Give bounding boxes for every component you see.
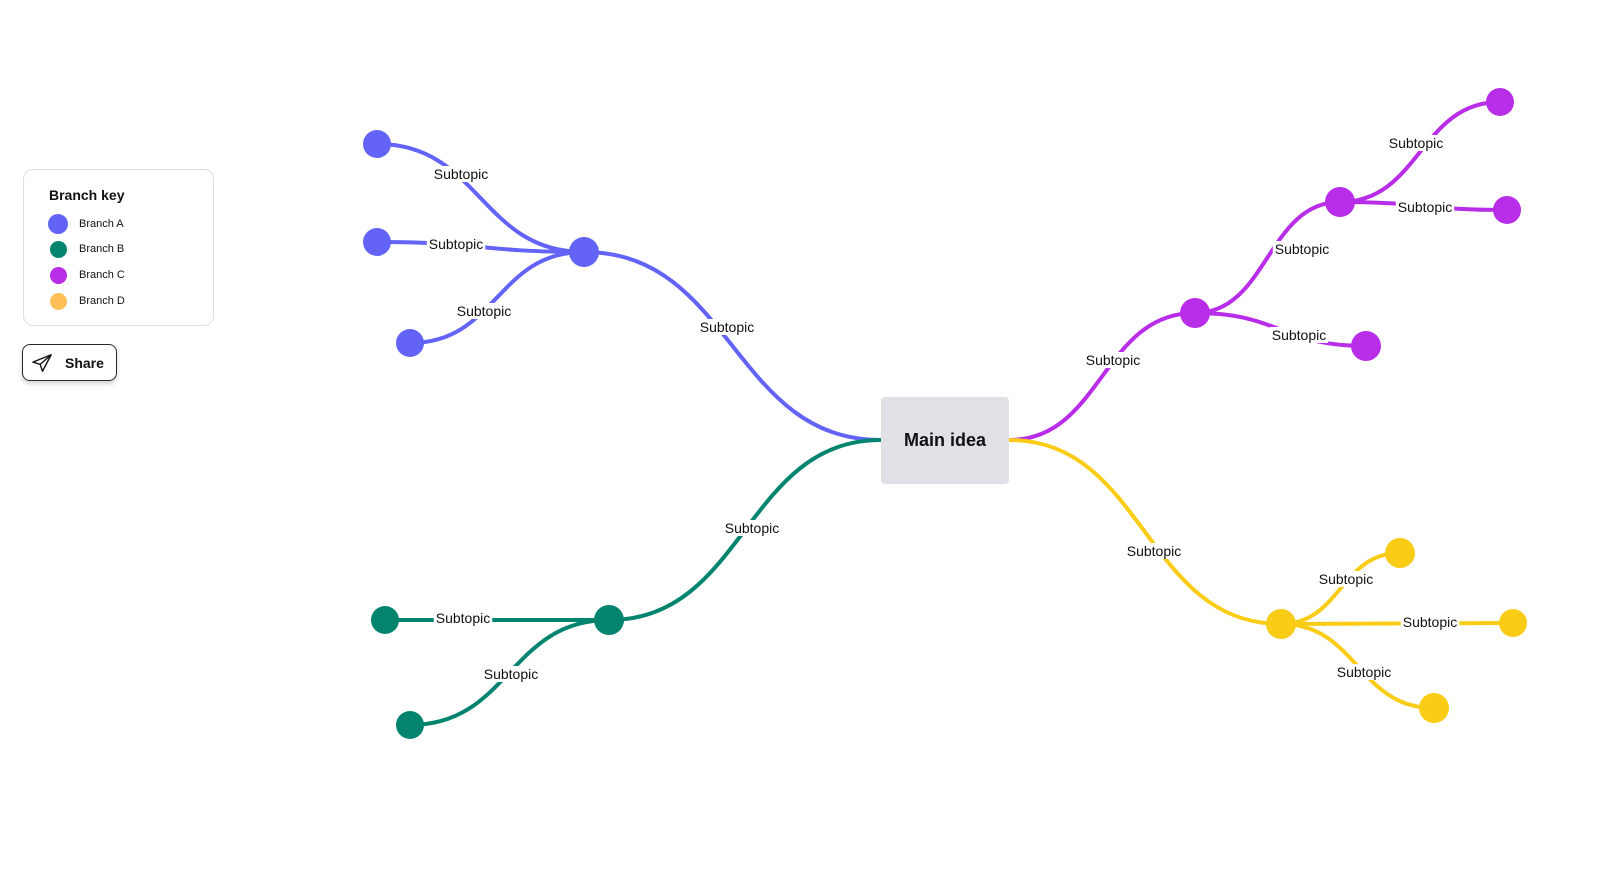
main-idea-label: Main idea (903, 430, 987, 450)
branch-c-label: Subtopic (1086, 352, 1140, 368)
branch-b-subtopic-1-label: Subtopic (436, 610, 490, 626)
branch-a-subtopic-3-connector (408, 250, 586, 345)
paper-plane-icon (31, 352, 53, 374)
branch-a-label: Subtopic (700, 319, 754, 335)
branch-c-subtopic-1-node[interactable] (1325, 187, 1355, 217)
legend-item-branch-a: Branch A (48, 214, 124, 234)
branch-a-subtopic-3-node[interactable] (396, 329, 424, 357)
branch-c-subtopic-1-2-node[interactable] (1493, 196, 1521, 224)
branch-d-connector (1007, 438, 1283, 626)
branch-c-subtopic-2-node[interactable] (1351, 331, 1381, 361)
edge-label-background (1083, 352, 1143, 368)
legend-dot-icon (50, 266, 67, 284)
edge-label-background (1395, 199, 1455, 215)
legend-dot-icon (50, 240, 67, 258)
branch-d-subtopic-2-label: Subtopic (1403, 614, 1457, 630)
edge-label-background (433, 610, 493, 626)
branch-b-subtopic-2-label: Subtopic (484, 666, 538, 682)
branch-d-subtopic-1-label: Subtopic (1319, 571, 1373, 587)
branch-a-hub-node[interactable] (569, 237, 599, 267)
branch-c-subtopic-1-2-label: Subtopic (1398, 199, 1452, 215)
branch-d-subtopic-1-node[interactable] (1385, 538, 1415, 568)
branch-d-subtopic-3-label: Subtopic (1337, 664, 1391, 680)
branch-c-subtopic-1-label: Subtopic (1275, 241, 1329, 257)
branch-c-hub-node[interactable] (1180, 298, 1210, 328)
edge-label-background (722, 520, 782, 536)
branch-a-subtopic-2-label: Subtopic (429, 236, 483, 252)
legend-item-branch-d: Branch D (48, 291, 125, 311)
branch-c-subtopic-1-1-connector (1338, 100, 1502, 204)
legend-label: Branch A (79, 218, 124, 230)
edge-label-background (1272, 241, 1332, 257)
edge-label-background (697, 319, 757, 335)
branch-b-subtopic-2-node[interactable] (396, 711, 424, 739)
branch-d-subtopic-3-node[interactable] (1419, 693, 1449, 723)
branch-c-subtopic-2-label: Subtopic (1272, 327, 1326, 343)
branch-a-subtopic-2-node[interactable] (363, 228, 391, 256)
branch-d-subtopic-1-connector (1279, 551, 1402, 626)
legend-item-branch-c: Branch C (48, 265, 125, 285)
branch-a-subtopic-1-label: Subtopic (434, 166, 488, 182)
edge-label-background (1316, 571, 1376, 587)
branch-b-subtopic-1-node[interactable] (371, 606, 399, 634)
branch-a-subtopic-1-connector (375, 142, 586, 254)
branch-b-label: Subtopic (725, 520, 779, 536)
edge-label-background (454, 303, 514, 319)
legend-dot-icon (48, 214, 68, 234)
branch-key-title: Branch key (49, 187, 125, 203)
edge-label-background (1269, 327, 1329, 343)
edge-label-background (481, 666, 541, 682)
edge-label-background (431, 166, 491, 182)
branch-b-hub-node[interactable] (594, 605, 624, 635)
share-label: Share (65, 354, 104, 371)
branch-d-label: Subtopic (1127, 543, 1181, 559)
branch-c-subtopic-1-1-node[interactable] (1486, 88, 1514, 116)
share-button[interactable]: Share (22, 344, 117, 381)
main-idea-node[interactable]: Main idea (881, 397, 1009, 484)
legend-dot-icon (50, 292, 67, 310)
edge-label-background (1124, 543, 1184, 559)
branch-key-panel: Branch key Branch A Branch B Branch C Br… (23, 169, 214, 326)
edge-label-background (426, 236, 486, 252)
edge-label-background (1334, 664, 1394, 680)
edge-label-background (1386, 135, 1446, 151)
branch-c-subtopic-1-connector (1193, 200, 1342, 315)
branch-a-subtopic-3-label: Subtopic (457, 303, 511, 319)
branch-c-connector (1007, 311, 1197, 442)
legend-label: Branch C (79, 269, 125, 281)
branch-c-subtopic-1-1-label: Subtopic (1389, 135, 1443, 151)
legend-label: Branch D (79, 295, 125, 307)
branch-d-subtopic-2-node[interactable] (1499, 609, 1527, 637)
branch-a-subtopic-1-node[interactable] (363, 130, 391, 158)
legend-item-branch-b: Branch B (48, 239, 124, 259)
legend-label: Branch B (79, 243, 125, 255)
branch-a-connector (582, 250, 883, 442)
branch-d-hub-node[interactable] (1266, 609, 1296, 639)
branch-d-subtopic-2-connector (1279, 621, 1515, 626)
edge-label-background (1400, 614, 1460, 630)
